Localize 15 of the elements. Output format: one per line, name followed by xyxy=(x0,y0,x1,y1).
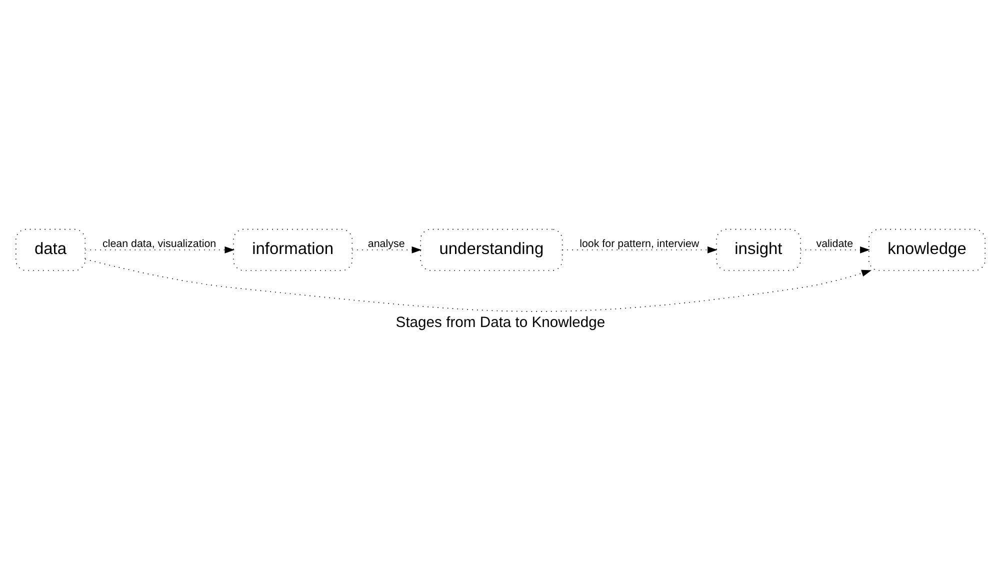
arrow xyxy=(84,246,234,253)
node-box: knowledge xyxy=(868,228,985,270)
caption: Stages from Data to Knowledge xyxy=(395,314,605,330)
node-box: information xyxy=(232,228,352,270)
arrow xyxy=(800,246,870,253)
arrow xyxy=(561,246,717,253)
edge-label: analyse xyxy=(367,237,404,250)
node-box: data xyxy=(15,228,86,270)
arrow xyxy=(84,258,872,312)
edge-label: validate xyxy=(816,237,853,250)
node-box: understanding xyxy=(420,228,562,270)
arrow xyxy=(351,246,422,253)
edge-label: look for pattern, interview xyxy=(579,237,699,250)
edge-label: clean data, visualization xyxy=(102,237,216,250)
node-box: insight xyxy=(716,228,800,270)
